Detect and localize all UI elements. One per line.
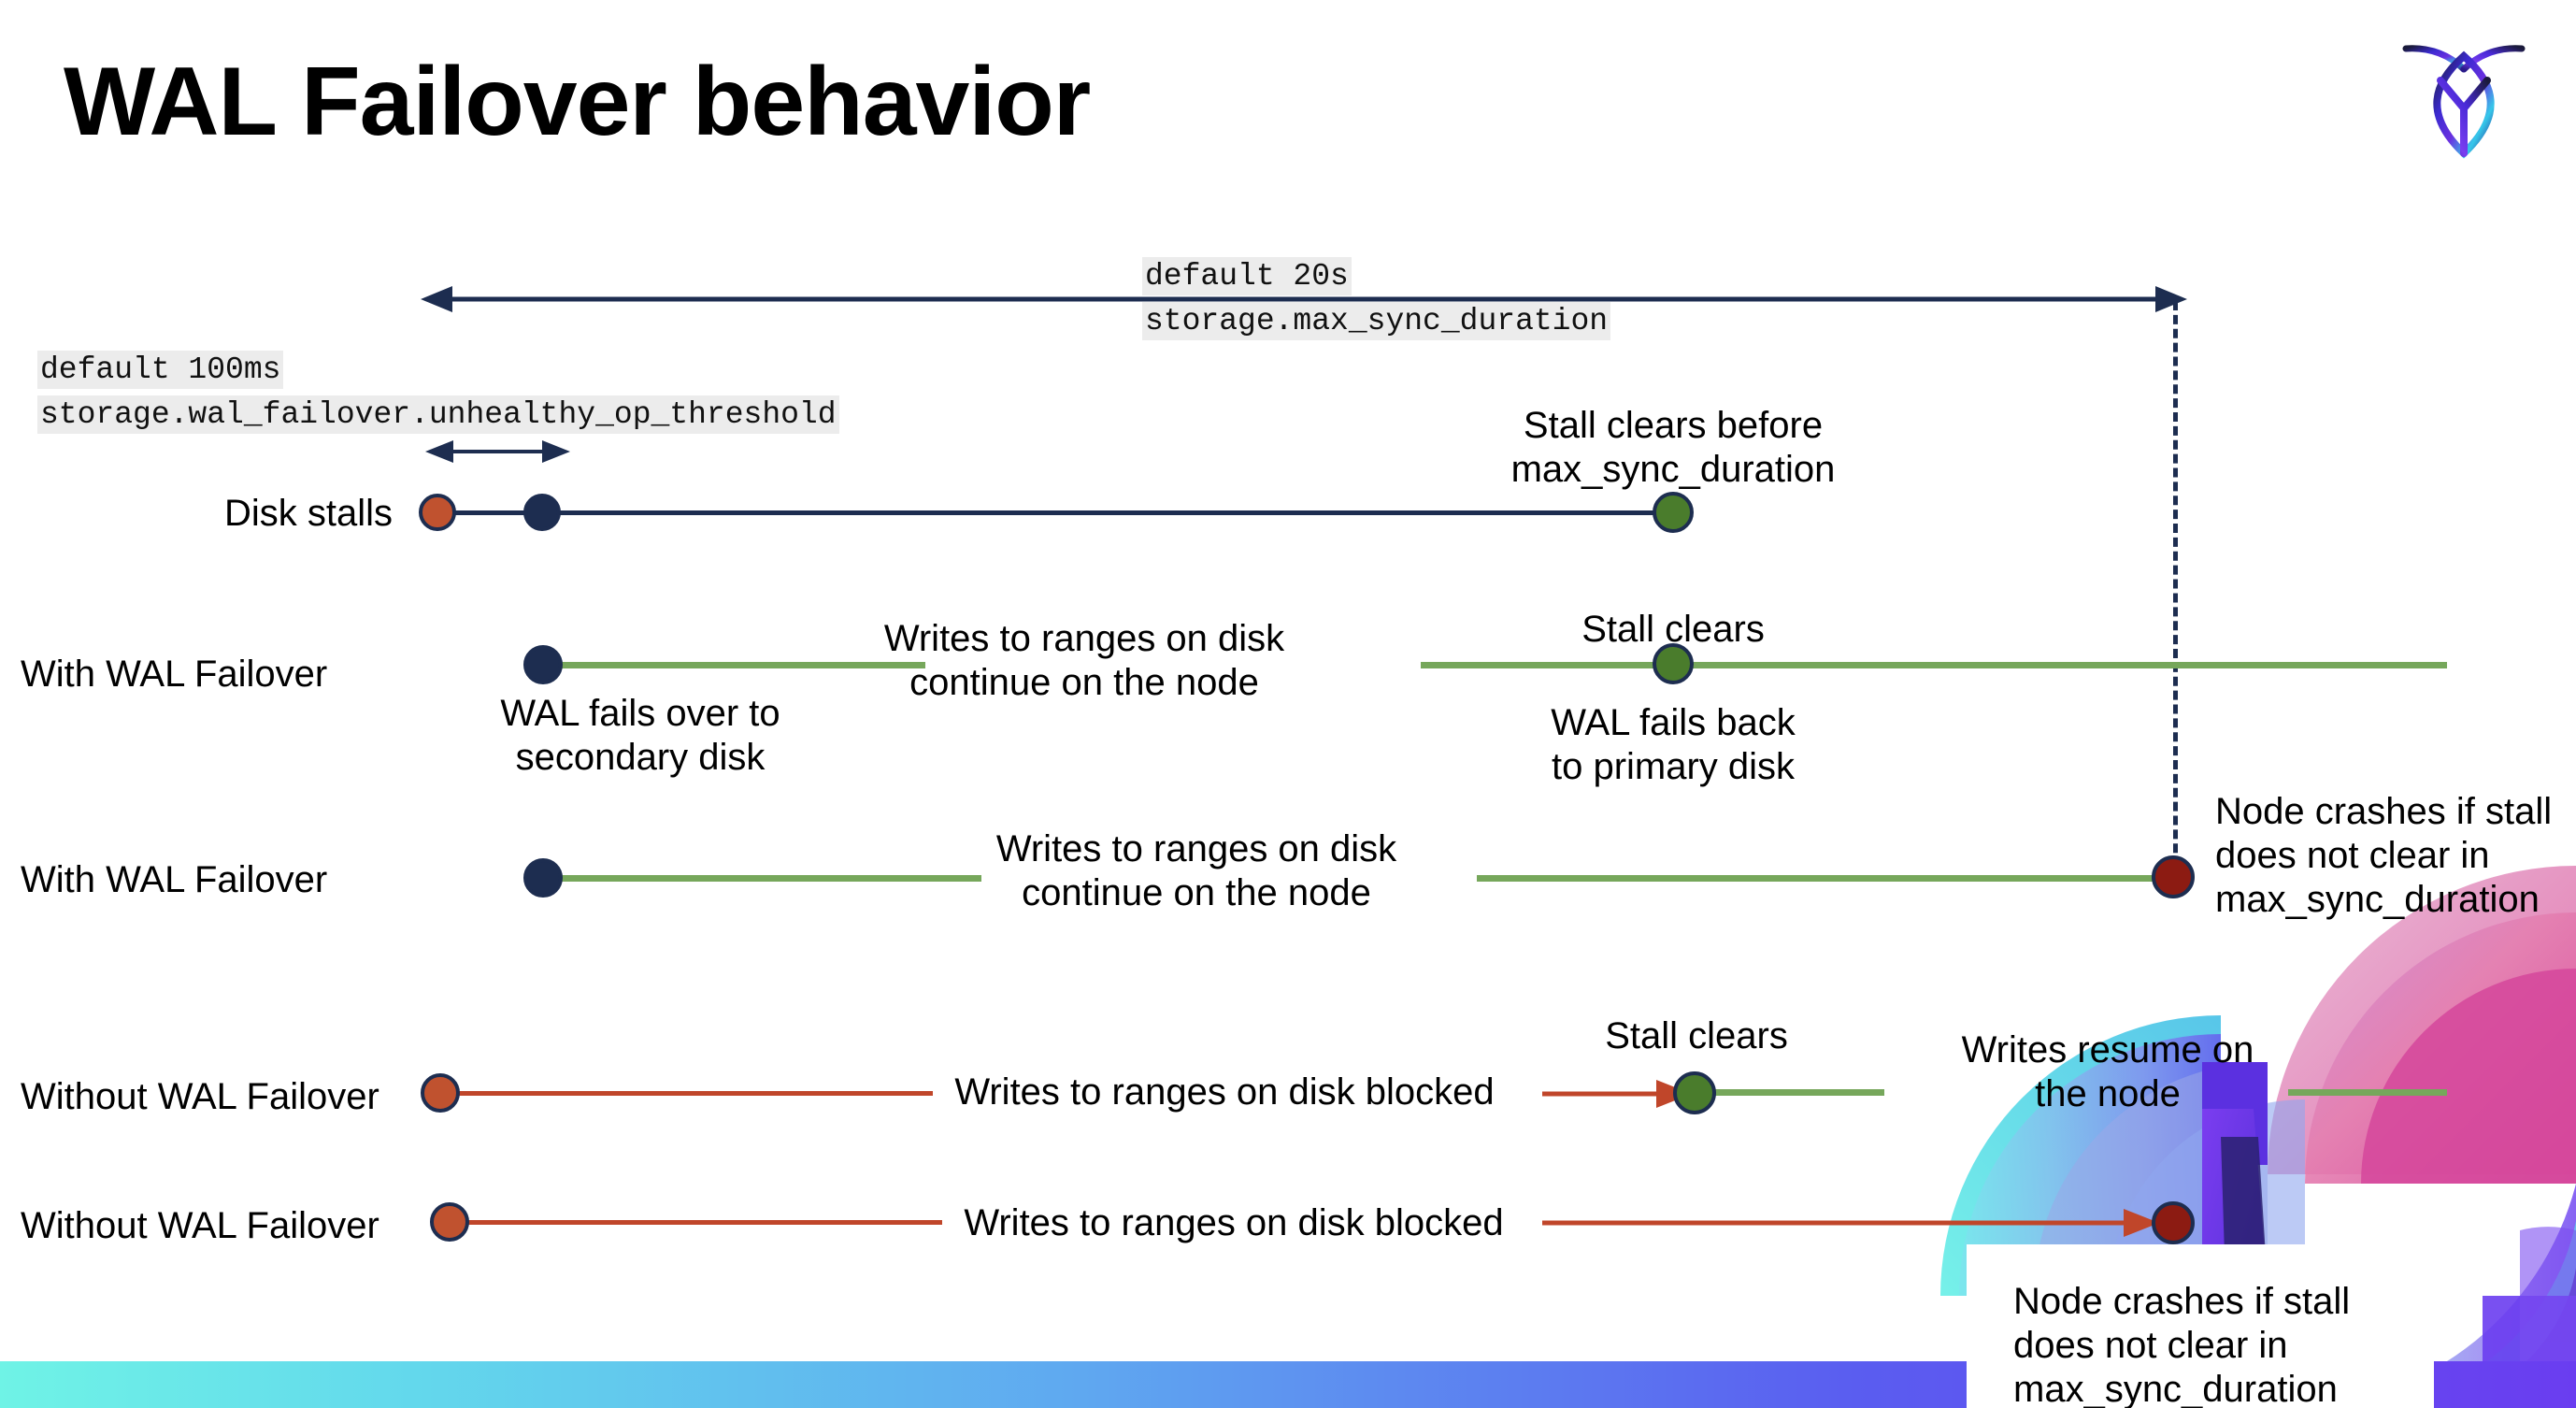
disk-stalls-clear-dot bbox=[1653, 492, 1694, 533]
note-writes-continue-1: Writes to ranges on disk continue on the… bbox=[883, 618, 1285, 704]
note-node-crashes-2: Node crashes if stall does not clear in … bbox=[2013, 1281, 2351, 1408]
row-label-without-wal-failover-2: Without WAL Failover bbox=[21, 1205, 379, 1246]
annotation-max-sync-duration: default 20s storage.max_sync_duration bbox=[1142, 254, 1611, 344]
without-wal-failover-2-blocked-arrow bbox=[1542, 1209, 2159, 1237]
max-sync-duration-dashed-guide bbox=[2173, 301, 2178, 881]
with-wal-failover-2-segment-a bbox=[542, 875, 981, 882]
without-wal-failover-2-crash-dot bbox=[2152, 1201, 2195, 1244]
disk-stalls-threshold-dot bbox=[523, 494, 561, 531]
note-writes-blocked-1: Writes to ranges on disk blocked bbox=[954, 1071, 1495, 1113]
note-writes-resume-on-node: Writes resume on the node bbox=[1961, 1029, 2254, 1115]
without-wal-failover-1-blocked-arrow bbox=[1542, 1080, 1692, 1108]
row-label-with-wal-failover-1: With WAL Failover bbox=[21, 654, 328, 695]
with-wal-failover-1-failover-dot bbox=[523, 645, 563, 684]
without-wal-failover-2-start-dot bbox=[430, 1202, 469, 1242]
row-label-without-wal-failover-1: Without WAL Failover bbox=[21, 1076, 379, 1117]
note-wal-fails-over-to-secondary: WAL fails over to secondary disk bbox=[500, 693, 780, 779]
annotation-unhealthy-op-threshold: default 100ms storage.wal_failover.unhea… bbox=[37, 348, 839, 438]
without-wal-failover-1-blocked-line bbox=[447, 1091, 933, 1096]
without-wal-failover-1-resume-line bbox=[1699, 1089, 1884, 1096]
note-wal-fails-back-to-primary: WAL fails back to primary disk bbox=[1551, 702, 1796, 788]
callout-node-crashes-box: Node crashes if stall does not clear in … bbox=[1967, 1244, 2434, 1408]
note-stall-clears-1: Stall clears bbox=[1581, 609, 1765, 650]
annotation-max-sync-default: default 20s bbox=[1142, 257, 1352, 295]
note-stall-clears-2: Stall clears bbox=[1605, 1015, 1788, 1056]
note-writes-blocked-2: Writes to ranges on disk blocked bbox=[964, 1202, 1504, 1243]
note-writes-continue-2: Writes to ranges on disk continue on the… bbox=[995, 828, 1397, 914]
with-wal-failover-1-clear-dot bbox=[1653, 643, 1694, 684]
note-node-crashes-1: Node crashes if stall does not clear in … bbox=[2215, 791, 2553, 921]
with-wal-failover-2-crash-dot bbox=[2152, 855, 2195, 898]
max-sync-duration-span-arrow bbox=[421, 286, 2187, 312]
without-wal-failover-1-resume-line-far bbox=[2288, 1089, 2447, 1096]
with-wal-failover-2-failover-dot bbox=[523, 858, 563, 898]
disk-stalls-timeline bbox=[439, 510, 1673, 515]
annotation-max-sync-setting: storage.max_sync_duration bbox=[1142, 301, 1611, 340]
row-label-with-wal-failover-2: With WAL Failover bbox=[21, 859, 328, 900]
annotation-unhealthy-setting: storage.wal_failover.unhealthy_op_thresh… bbox=[37, 395, 839, 434]
without-wal-failover-1-start-dot bbox=[421, 1073, 460, 1113]
unhealthy-op-threshold-span-arrow bbox=[425, 440, 570, 463]
row-label-disk-stalls: Disk stalls bbox=[223, 493, 393, 534]
without-wal-failover-1-clear-dot bbox=[1673, 1071, 1716, 1114]
disk-stalls-start-dot bbox=[419, 494, 456, 531]
page-title: WAL Failover behavior bbox=[64, 48, 1091, 156]
with-wal-failover-2-segment-b bbox=[1477, 875, 2178, 882]
with-wal-failover-1-segment-b bbox=[1421, 662, 2447, 668]
without-wal-failover-2-blocked-line-a bbox=[456, 1220, 942, 1225]
cockroachdb-logo-icon bbox=[2402, 45, 2526, 159]
with-wal-failover-1-segment-a bbox=[542, 662, 925, 668]
annotation-unhealthy-default: default 100ms bbox=[37, 351, 284, 389]
note-stall-clears-before-max-sync: Stall clears before max_sync_duration bbox=[1510, 405, 1836, 491]
